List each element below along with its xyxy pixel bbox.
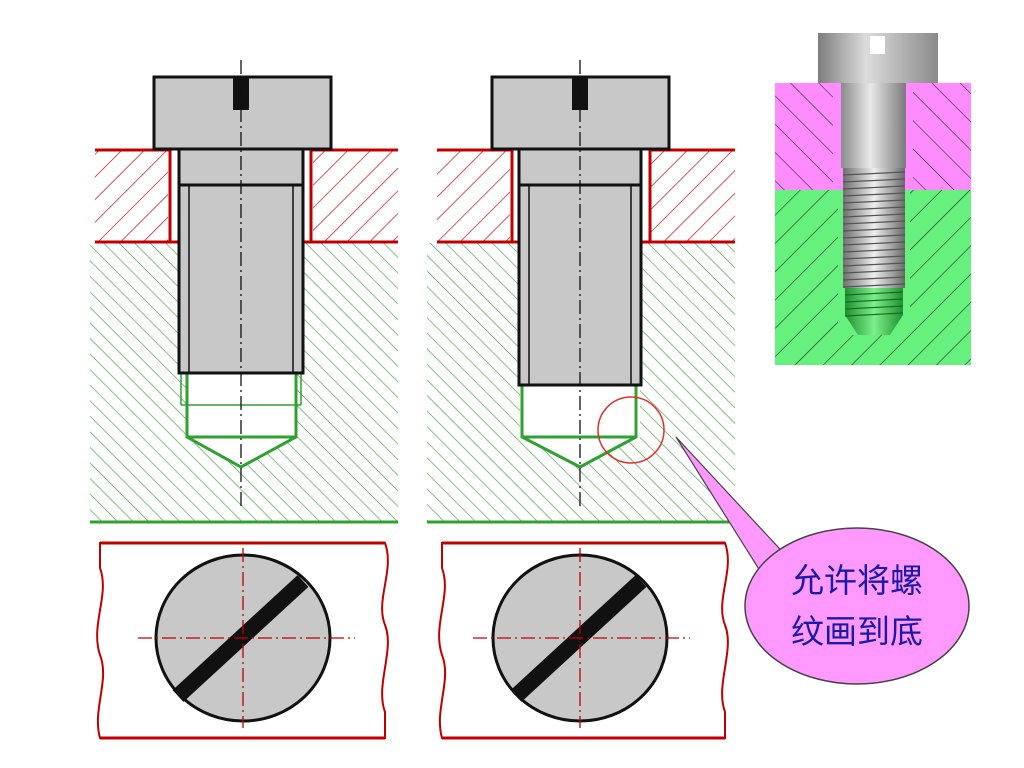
thread-line (842, 269, 906, 274)
thread-line (842, 220, 906, 225)
tip-thread-line (844, 291, 904, 296)
thread-line (842, 241, 906, 246)
middle-base-part-hatch (427, 243, 735, 522)
thread-line (842, 178, 906, 183)
callout-ellipse (744, 527, 970, 685)
thread-line (842, 199, 906, 204)
thread-line (842, 185, 906, 190)
thread-line (842, 283, 906, 288)
thread-line (842, 276, 906, 281)
middle-plate-outline (437, 148, 735, 244)
thread-line (842, 206, 906, 211)
screw-3d-illustration (775, 33, 971, 365)
thread-line (842, 248, 906, 253)
screw-3d-thread-lines (842, 171, 906, 288)
middle-top-plate-hatch (437, 150, 735, 243)
thread-line (842, 227, 906, 232)
left-section-view (90, 60, 398, 524)
thread-line (842, 192, 906, 197)
thread-line (842, 171, 906, 176)
tip-thread-line (844, 305, 904, 310)
tip-thread-line (844, 298, 904, 303)
thread-line (842, 213, 906, 218)
middle-plan-view (438, 541, 729, 740)
callout-text-line2: 纹画到底 (791, 612, 923, 651)
thread-line (842, 255, 906, 260)
callout-text-line1: 允许将螺 (791, 561, 923, 600)
middle-base-outline (427, 385, 735, 524)
thread-line (842, 262, 906, 267)
left-plan-view (96, 541, 389, 740)
left-base-part-hatch (90, 243, 398, 522)
tip-thread-line (844, 312, 904, 317)
left-top-plate-hatch (95, 150, 398, 243)
screw-3d-tip-lines (844, 291, 904, 317)
callout-bubble: 允许将螺 纹画到底 (675, 436, 970, 685)
screw-3d-slot (870, 36, 885, 54)
thread-line (842, 234, 906, 239)
middle-section-view (427, 60, 735, 524)
thread-end-highlight-circle (597, 396, 665, 464)
screw-3d-shank (841, 83, 906, 168)
